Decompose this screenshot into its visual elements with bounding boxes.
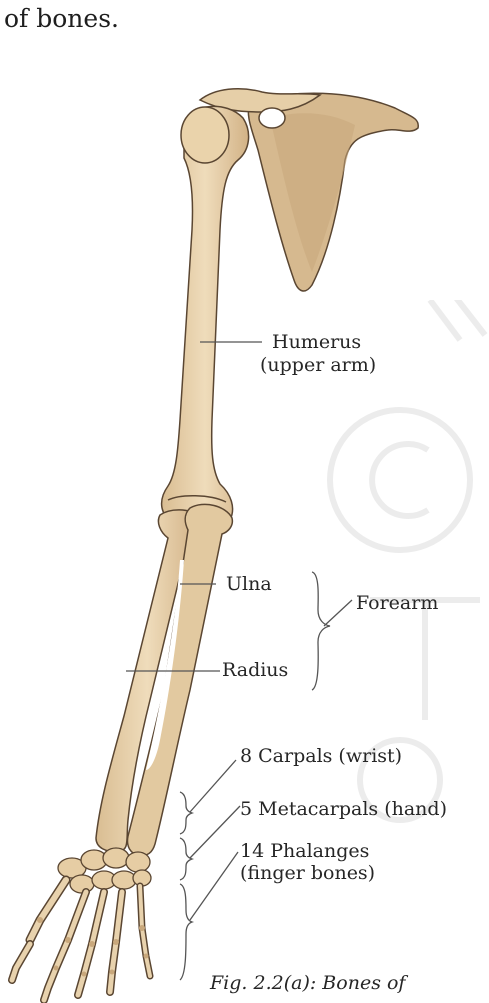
- phalanges-label: 14 Phalanges: [240, 840, 369, 863]
- metacarpals-label: 5 Metacarpals (hand): [240, 798, 447, 821]
- metacarpals-leader: [190, 806, 240, 858]
- humerus-bone: [162, 106, 249, 524]
- forearm-label: Forearm: [356, 592, 438, 615]
- metacarpals-brace: [180, 838, 192, 880]
- phalanges-note: (finger bones): [240, 862, 375, 885]
- humerus-note: (upper arm): [260, 354, 376, 377]
- figure-caption: Fig. 2.2(a): Bones of: [210, 972, 405, 994]
- forearm-leader: [324, 600, 352, 626]
- carpals-label: 8 Carpals (wrist): [240, 745, 402, 768]
- phalanges-leader: [190, 852, 238, 920]
- hand-bones: [12, 880, 150, 1000]
- radius-label: Radius: [222, 659, 288, 682]
- forearm-brace: [312, 572, 330, 690]
- humerus-label: Humerus: [272, 331, 361, 354]
- forearm-bones: [96, 504, 232, 856]
- carpals-leader: [190, 760, 236, 812]
- phalanges-brace: [180, 884, 192, 980]
- ulna-label: Ulna: [226, 573, 272, 596]
- carpals-brace: [180, 792, 192, 834]
